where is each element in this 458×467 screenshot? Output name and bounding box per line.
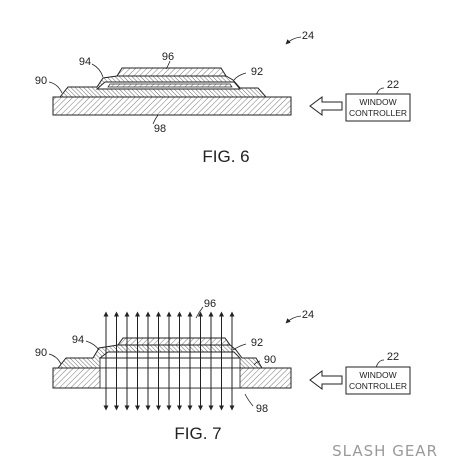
fig7-leader-94: [85, 340, 100, 351]
fig7-ref-98: 98: [256, 403, 268, 415]
fig7-leader-92: [232, 343, 247, 351]
fig7-leader-98: [244, 393, 254, 407]
fig6-controller-line2: CONTROLLER: [349, 108, 407, 118]
fig7-ref-96: 96: [204, 298, 216, 310]
fig6-active-layer: [107, 83, 233, 88]
fig6-controller-line1: WINDOW: [359, 97, 396, 107]
fig7-ref-90-right: 90: [264, 354, 276, 366]
fig6-leader-90: [48, 81, 63, 94]
fig6-leader-94: [91, 63, 104, 78]
fig7-electrode-layer: [98, 351, 242, 359]
fig6-ref-92: 92: [251, 66, 263, 78]
fig7-ref-22: 22: [387, 351, 399, 363]
fig7-controller-line1: WINDOW: [359, 370, 396, 380]
fig7-ref-24: 24: [302, 309, 314, 321]
fig6-signal-arrow: [309, 96, 343, 116]
fig6-substrate: [52, 96, 292, 116]
fig7-leader-24[interactable]: [285, 315, 302, 324]
fig6-leader-24[interactable]: [285, 36, 302, 45]
fig7-leader-96: [195, 306, 204, 319]
fig6-ref-24: 24: [302, 30, 314, 42]
fig7-signal-arrow: [309, 370, 343, 390]
fig7-leader-90-left: [48, 353, 62, 365]
fig6-ref-96: 96: [162, 51, 174, 63]
fig6-caption: FIG. 6: [202, 147, 249, 166]
fig7-ref-94: 94: [72, 334, 84, 346]
fig6-leader-92: [233, 72, 247, 81]
fig7-ref-92: 92: [251, 337, 263, 349]
fig6-top-layer: [116, 67, 227, 77]
fig6-ref-90: 90: [35, 75, 47, 87]
fig6-window-controller-box: [345, 93, 411, 122]
fig7-substrate-clear: [99, 367, 241, 389]
fig7-top-layer: [117, 337, 231, 346]
fig7-controller-line2: CONTROLLER: [349, 381, 407, 391]
fig7-ref-90-left: 90: [35, 347, 47, 359]
fig7-leader-90-right: [253, 360, 261, 366]
fig7-window-controller-box: [345, 366, 411, 395]
fig7-clear-region: [99, 357, 241, 369]
fig7-caption: FIG. 7: [174, 424, 221, 443]
watermark-text: SLASH GEAR: [332, 442, 438, 460]
figure-7: 96 94 90 92 90 98 24 22 WINDOW CONTROLLE…: [35, 298, 411, 443]
fig6-ref-94: 94: [79, 56, 91, 68]
fig6-ref-98: 98: [154, 123, 166, 135]
fig6-leader-98: [152, 114, 159, 125]
fig7-light-arrows: [103, 311, 235, 411]
fig6-leader-96: [165, 60, 171, 70]
figure-6: 96 94 90 92 98 24 22 WINDOW CONTROLLER F…: [35, 30, 411, 166]
fig6-ref-22: 22: [387, 79, 399, 91]
slashgear-watermark: SLASH GEAR: [332, 442, 438, 460]
